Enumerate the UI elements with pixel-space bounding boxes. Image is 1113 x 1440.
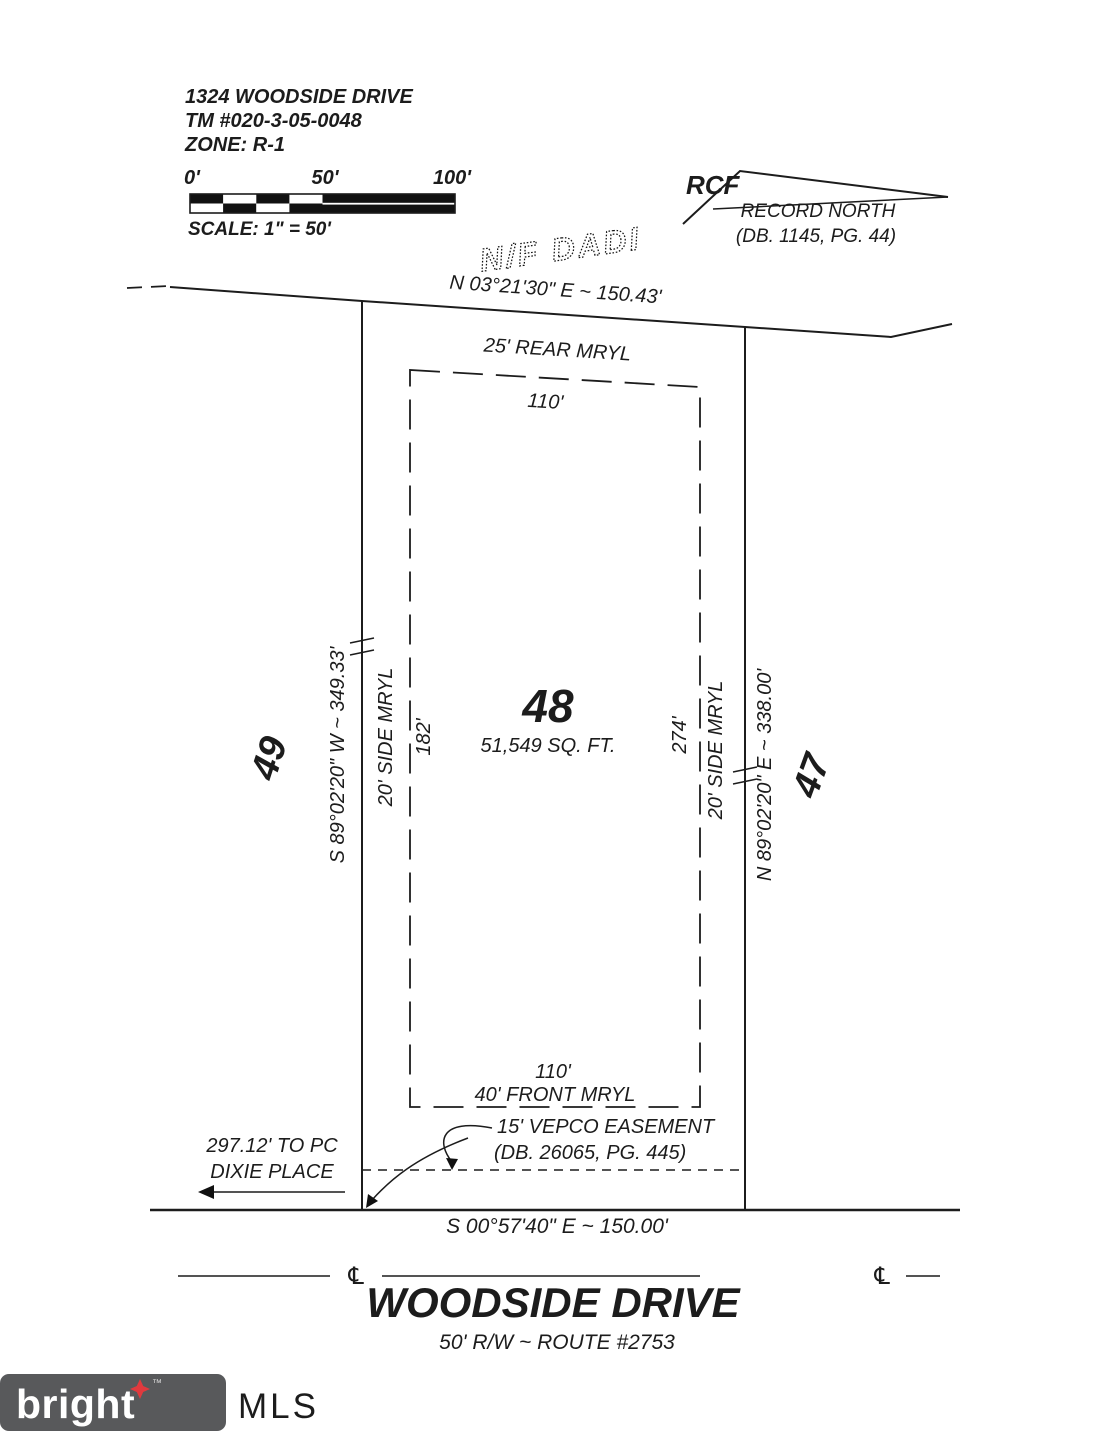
west-line-tick: [349, 637, 375, 644]
boundary-lines: [126, 285, 960, 1212]
pc-arrowhead: [198, 1185, 214, 1199]
bearing-east-label: N 89°02'20" E ~ 338.00': [754, 668, 776, 882]
bearing-north-label: N 03°21'30" E ~ 150.43': [449, 272, 664, 309]
front-setback-label: 40' FRONT MRYL: [475, 1084, 636, 1106]
logo-mls-text: MLS: [238, 1387, 319, 1426]
easement-leader-arrowhead: [446, 1158, 458, 1170]
record-north-reference: (DB. 1145, PG. 44): [736, 226, 896, 247]
east-line-tick: [732, 778, 758, 785]
rear-width-label: 110': [527, 390, 565, 414]
boundary-north-dash-extension: [126, 285, 170, 289]
street-name: WOODSIDE DRIVE: [366, 1279, 741, 1326]
scale-tick-100: 100': [433, 167, 472, 189]
street-centerline: ℄ ℄: [178, 1262, 940, 1290]
east-line-tick: [732, 766, 758, 773]
lot-number: 48: [521, 680, 574, 732]
easement-corner-leader-arrow: [371, 1137, 469, 1201]
side-setback-west-label: 20' SIDE MRYL: [375, 668, 397, 808]
north-arrow-swoosh: [682, 169, 949, 225]
adjoiner-west-lot-number: 49: [243, 732, 296, 786]
north-arrow-baseline: [712, 196, 949, 210]
easement-reference: (DB. 26065, PG. 445): [494, 1142, 686, 1164]
west-line-tick: [349, 649, 375, 656]
bearing-west-label: S 89°02'20" W ~ 349.33': [327, 645, 349, 863]
scale-bar-graphic: [189, 193, 456, 214]
scale-bar: 0' 50' 100' SCALE: 1" = 50': [184, 167, 472, 240]
site-address: 1324 WOODSIDE DRIVE: [185, 86, 414, 108]
bearing-south-label: S 00°57'40" E ~ 150.00': [446, 1215, 669, 1238]
scale-text: SCALE: 1" = 50': [188, 219, 332, 240]
adjoiner-north-label: N/F DADI: [477, 220, 643, 278]
lot-area: 51,549 SQ. FT.: [481, 735, 616, 757]
pc-street-label: DIXIE PLACE: [210, 1161, 334, 1183]
rear-setback-label: 25' REAR MRYL: [482, 334, 632, 365]
logo-text: bright: [16, 1381, 135, 1427]
easement: 15' VEPCO EASEMENT (DB. 26065, PG. 445): [362, 1116, 745, 1208]
easement-leader-arrow: [443, 1124, 493, 1163]
logo-box: [0, 1374, 226, 1431]
logo-star-icon: [130, 1379, 150, 1399]
pc-reference: 297.12' TO PC DIXIE PLACE: [198, 1135, 345, 1199]
scale-tick-50: 50': [311, 167, 339, 189]
brightmls-logo: bright ™ MLS: [0, 1374, 319, 1431]
front-width-label: 110': [535, 1061, 572, 1083]
centerline-symbol-left: ℄: [345, 1262, 367, 1290]
easement-label: 15' VEPCO EASEMENT: [497, 1116, 716, 1138]
north-arrow: RCF RECORD NORTH (DB. 1145, PG. 44): [682, 169, 949, 247]
centerline-symbol-right: ℄: [871, 1262, 893, 1290]
side-depth-east-label: 274': [669, 715, 691, 754]
setback-rectangle: [409, 369, 701, 1108]
logo-tm: ™: [152, 1378, 162, 1389]
scale-tick-0: 0': [184, 167, 201, 189]
side-setback-east-label: 20' SIDE MRYL: [705, 681, 727, 821]
adjoiner-east-lot-number: 47: [784, 747, 839, 804]
side-depth-west-label: 182': [413, 717, 435, 755]
easement-corner-arrowhead: [366, 1194, 378, 1208]
title-block: 1324 WOODSIDE DRIVE TM #020-3-05-0048 ZO…: [184, 86, 414, 156]
record-north-label: RECORD NORTH: [741, 201, 896, 222]
zone-label: ZONE: R-1: [184, 134, 285, 156]
tax-map-number: TM #020-3-05-0048: [185, 110, 363, 132]
pc-distance-label: 297.12' TO PC: [205, 1135, 338, 1157]
surveyor-logo-text: RCF: [686, 170, 741, 200]
street-row-label: 50' R/W ~ ROUTE #2753: [439, 1331, 675, 1354]
